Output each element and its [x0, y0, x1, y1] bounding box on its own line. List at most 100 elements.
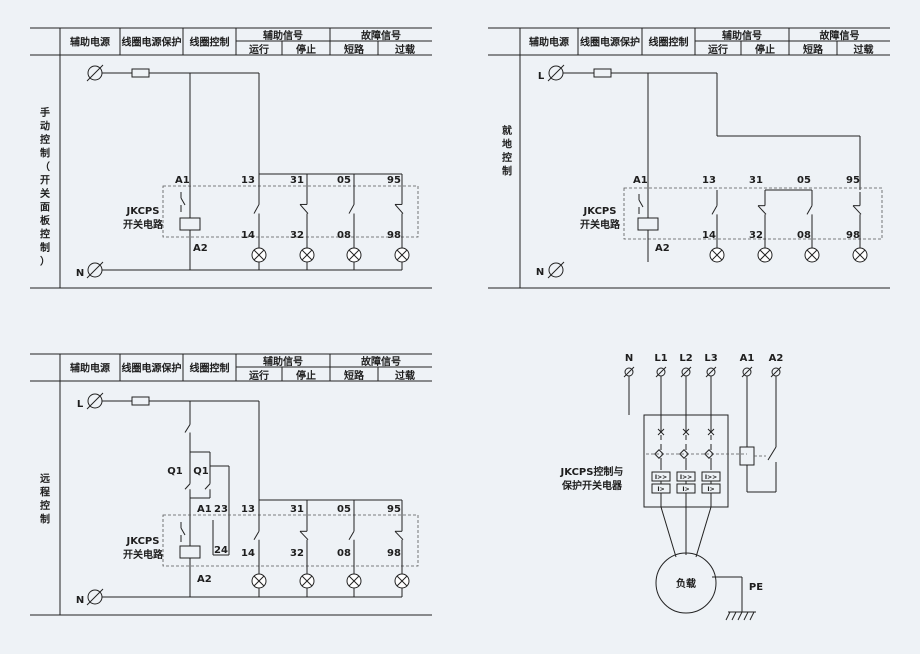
- side-label-char: 开: [40, 174, 50, 186]
- device-boundary: [162, 185, 419, 238]
- terminal-05: 05: [797, 175, 811, 186]
- wire: [204, 483, 211, 490]
- wire: [770, 366, 782, 378]
- terminal-32: 32: [290, 548, 304, 559]
- wire: [394, 530, 404, 541]
- supply-N-label: N: [536, 267, 544, 278]
- side-label-char: 程: [40, 485, 50, 498]
- header-run: 运行: [708, 43, 728, 56]
- side-label-char: （: [40, 160, 50, 173]
- wire: [547, 261, 565, 279]
- wire: [348, 531, 355, 540]
- side-label-char: 手: [40, 106, 50, 119]
- switch-contact-icon: [679, 449, 689, 459]
- wire: [348, 575, 360, 587]
- side-label-char: 制: [40, 241, 50, 254]
- wire: [854, 249, 866, 261]
- main-terminal-label: N: [625, 353, 633, 364]
- header-short: 短路: [344, 369, 365, 382]
- wire: [396, 249, 408, 261]
- terminal-14: 14: [241, 230, 255, 241]
- wire: [759, 249, 771, 261]
- side-label-char: 制: [40, 512, 50, 525]
- trip-label: I>: [707, 486, 714, 493]
- wire: [623, 366, 635, 378]
- device-name: 开关电路: [580, 218, 621, 231]
- wire: [743, 611, 749, 621]
- header-fault-signal: 故障信号: [820, 29, 860, 42]
- terminal-31: 31: [290, 175, 304, 186]
- wire: [86, 64, 104, 82]
- wire: [711, 205, 718, 215]
- trip-label: I>>: [705, 474, 717, 481]
- wire: [184, 424, 191, 433]
- wire: [638, 199, 644, 208]
- terminal-95: 95: [846, 175, 860, 186]
- header-coil-control: 线圈控制: [190, 362, 230, 375]
- main-terminal-label: L2: [679, 353, 692, 364]
- wire: [253, 575, 265, 587]
- panel-local-control: 辅助电源线圈电源保护线圈控制辅助信号故障信号运行停止短路过载就地控制LA1A2J…: [488, 27, 890, 289]
- header-run: 运行: [249, 369, 269, 382]
- terminal-A2: A2: [193, 243, 208, 254]
- terminal-98: 98: [387, 548, 401, 559]
- header-stop: 停止: [755, 43, 775, 56]
- wire: [253, 531, 260, 540]
- device-name: JKCPS: [126, 206, 160, 217]
- wire: [695, 506, 712, 558]
- motor-load-icon: [655, 552, 717, 614]
- coil-icon: [179, 217, 201, 231]
- load-label: 负载: [676, 577, 696, 590]
- terminal-24: 24: [214, 545, 228, 556]
- wire: [707, 428, 715, 436]
- terminal-32: 32: [749, 230, 763, 241]
- wire: [547, 64, 565, 82]
- device-name: JKCPS: [583, 206, 617, 217]
- side-label-char: 动: [40, 119, 50, 132]
- header-stop: 停止: [296, 43, 316, 56]
- supply-N-label: N: [76, 595, 84, 606]
- side-label-char: ）: [40, 254, 50, 267]
- coil-icon: [179, 545, 201, 559]
- header-coil-control: 线圈控制: [649, 36, 689, 49]
- terminal-08: 08: [797, 230, 811, 241]
- terminal-05: 05: [337, 504, 351, 515]
- supply-N-label: N: [76, 268, 84, 279]
- header-aux-signal: 辅助信号: [263, 29, 303, 42]
- side-label-char: 板: [40, 214, 51, 227]
- header-coil-control: 线圈控制: [190, 36, 230, 49]
- terminal-A1: A1: [175, 175, 190, 186]
- wire: [180, 197, 186, 206]
- device-label: JKCPS控制与: [560, 465, 624, 478]
- terminal-08: 08: [337, 230, 351, 241]
- wire: [757, 205, 767, 215]
- header-short: 短路: [344, 43, 365, 56]
- side-label-char: 制: [502, 164, 512, 177]
- header-short: 短路: [803, 43, 824, 56]
- side-label-char: 关: [40, 187, 50, 200]
- wire: [741, 366, 753, 378]
- header-aux-signal: 辅助信号: [722, 29, 762, 42]
- coil-icon: [637, 217, 659, 231]
- header-stop: 停止: [296, 369, 316, 382]
- header-coil-protect: 线圈电源保护: [122, 36, 182, 49]
- side-label-char: 控: [40, 499, 50, 512]
- wire: [180, 527, 186, 536]
- wire: [655, 366, 667, 378]
- device-name: 开关电路: [123, 218, 164, 231]
- terminal-14: 14: [702, 230, 716, 241]
- device-label: 保护开关电器: [561, 479, 623, 492]
- main-terminal-label: A1: [740, 353, 755, 364]
- terminal-31: 31: [749, 175, 763, 186]
- fuse-icon: [593, 68, 612, 78]
- side-label-char: 制: [40, 146, 50, 159]
- wire: [705, 366, 717, 378]
- side-label-char: 控: [502, 151, 512, 164]
- wire: [657, 428, 665, 436]
- switch-contact-icon: [654, 449, 664, 459]
- fuse-icon: [131, 396, 150, 406]
- side-label-char: 远: [40, 473, 50, 485]
- coil-icon: [739, 446, 755, 466]
- terminal-23: 23: [214, 504, 228, 515]
